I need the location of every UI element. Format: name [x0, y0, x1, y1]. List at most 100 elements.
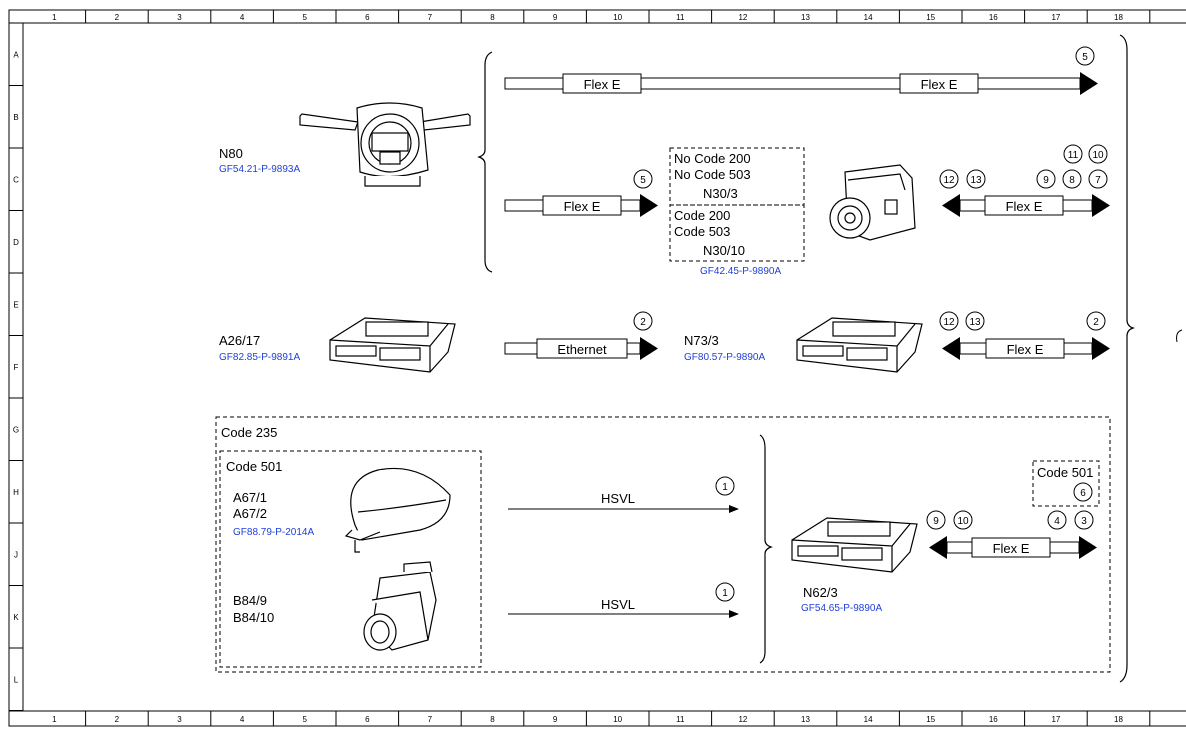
flex-e-label: Flex E [921, 77, 958, 92]
flex-e-label: Flex E [993, 541, 1030, 556]
grid-column-label: 4 [240, 13, 245, 22]
grid-row-label: J [14, 550, 18, 559]
grid-column-label: 1 [52, 13, 57, 22]
n73-control-unit-image [796, 317, 923, 373]
marker-1: 1 [715, 476, 735, 496]
grid-column-label: 6 [365, 715, 370, 724]
n62-label: N62/3 [803, 585, 838, 600]
flex-e-bus-n73: Flex E [942, 337, 1110, 360]
flex-e-bus-long: Flex E Flex E [504, 72, 1098, 95]
grid-column-label: 11 [676, 715, 685, 724]
grid-row-label: K [13, 613, 19, 622]
marker-12: 12 [939, 311, 959, 331]
grid-column-ticks [85, 10, 1151, 726]
svg-text:13: 13 [969, 317, 981, 328]
flex-e-label: Flex E [564, 199, 601, 214]
marker-10: 10 [953, 510, 973, 530]
grid-column-label: 17 [1051, 715, 1060, 724]
drawing-frame [8, 9, 1186, 727]
a67-1-label: A67/1 [233, 490, 267, 505]
grid-row-label: F [14, 363, 19, 372]
grid-column-label: 16 [989, 715, 998, 724]
svg-text:10: 10 [1092, 150, 1104, 161]
hsvl-label: HSVL [601, 491, 635, 506]
a67-2-label: A67/2 [233, 506, 267, 521]
svg-text:12: 12 [943, 175, 955, 186]
group-brace-right [1119, 34, 1135, 683]
b84-9-label: B84/9 [233, 593, 267, 608]
marker-11: 11 [1063, 144, 1083, 164]
marker-8: 8 [1062, 169, 1082, 189]
svg-text:6: 6 [1080, 488, 1086, 499]
code-235-label: Code 235 [221, 425, 277, 440]
n30-condition-1: No Code 200 [674, 151, 751, 166]
n80-steering-switch-image [299, 102, 471, 187]
grid-column-label: 9 [553, 13, 558, 22]
svg-text:1: 1 [722, 588, 728, 599]
grid-column-label: 12 [738, 13, 747, 22]
a67-mirror-camera-image [344, 467, 451, 553]
marker-9: 9 [1036, 169, 1056, 189]
b84-camera-image [363, 561, 437, 651]
grid-row-label: C [13, 175, 19, 184]
n30-ref: GF42.45-P-9890A [700, 266, 781, 277]
n30-variant-box [669, 147, 805, 262]
marker-12: 12 [939, 169, 959, 189]
n62-code-501-box [1032, 460, 1100, 507]
flex-e-bus-bidirectional: Flex E [942, 194, 1110, 217]
grid-row-label: B [13, 113, 18, 122]
code-501-box [219, 450, 482, 668]
n30-10-label: N30/10 [703, 243, 745, 258]
n30-condition-3: Code 200 [674, 208, 730, 223]
grid-column-label: 2 [115, 715, 120, 724]
marker-2: 2 [633, 311, 653, 331]
marker-4: 4 [1047, 510, 1067, 530]
marker-10: 10 [1088, 144, 1108, 164]
hsvl-line-a67: HSVL [508, 491, 739, 513]
n62-ref: GF54.65-P-9890A [801, 603, 882, 614]
n30-brake-unit-image [829, 164, 916, 241]
grid-column-label: 5 [302, 13, 307, 22]
marker-13: 13 [965, 311, 985, 331]
ethernet-bus: Ethernet [504, 337, 658, 360]
a26-control-unit-image [329, 317, 456, 373]
n62-control-unit-image [791, 517, 918, 573]
partial-symbol-edge [1176, 329, 1183, 343]
svg-text:5: 5 [640, 175, 646, 186]
marker-1: 1 [715, 582, 735, 602]
flex-e-label: Flex E [1006, 199, 1043, 214]
a26-label: A26/17 [219, 333, 260, 348]
hsvl-line-b84: HSVL [508, 597, 739, 618]
grid-column-label: 18 [1114, 715, 1123, 724]
marker-9: 9 [926, 510, 946, 530]
hsvl-label: HSVL [601, 597, 635, 612]
marker-2: 2 [1086, 311, 1106, 331]
marker-6: 6 [1073, 482, 1093, 502]
flex-e-label: Flex E [1007, 342, 1044, 357]
svg-text:3: 3 [1081, 516, 1087, 527]
grid-column-label: 7 [428, 715, 433, 724]
marker-3: 3 [1074, 510, 1094, 530]
group-brace-n62 [759, 434, 773, 664]
grid-row-label: G [13, 425, 19, 434]
grid-row-label: L [14, 675, 19, 684]
svg-text:11: 11 [1068, 150, 1079, 161]
n80-ref: GF54.21-P-9893A [219, 164, 300, 175]
code-501-label: Code 501 [226, 459, 282, 474]
grid-column-label: 14 [864, 715, 873, 724]
grid-row-label: H [13, 488, 19, 497]
grid-column-label: 4 [240, 715, 245, 724]
grid-column-label: 12 [738, 715, 747, 724]
n62-code-501-label: Code 501 [1037, 465, 1093, 480]
grid-column-label: 18 [1114, 13, 1123, 22]
svg-text:7: 7 [1095, 175, 1101, 186]
grid-column-label: 2 [115, 13, 120, 22]
a26-ref: GF82.85-P-9891A [219, 352, 300, 363]
grid-row-label: E [13, 300, 18, 309]
grid-column-label: 17 [1051, 13, 1060, 22]
n30-condition-2: No Code 503 [674, 167, 751, 182]
